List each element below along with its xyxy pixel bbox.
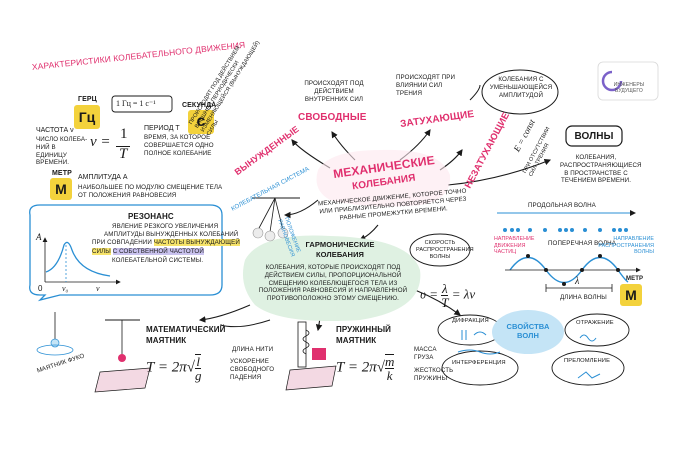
stiffness-label: ЖЕСТКОСТЬ ПРУЖИНЫ <box>414 367 454 382</box>
resonance-l4a: СИЛЫ <box>92 248 111 255</box>
refraction-label: ПРЕЛОМЛЕНИЕ <box>564 358 611 364</box>
resonance-title: РЕЗОНАНС <box>128 212 174 221</box>
resonance-l3a: ПРИ СОВПАДЕНИИ <box>92 239 152 246</box>
resonance-l4b: С СОБСТВЕННОЙ ЧАСТОТОЙ <box>112 248 204 255</box>
spring-pendulum-title-2: МАЯТНИК <box>336 336 377 345</box>
freq-formula-den: T <box>119 146 128 162</box>
spring-pendulum-title-1: ПРУЖИННЫЙ <box>336 325 391 334</box>
s-badge: с <box>188 110 214 134</box>
amplitude-label: АМПЛИТУДА A <box>78 174 128 181</box>
long-wave-label: ПРОДОЛЬНАЯ ВОЛНА <box>528 202 596 209</box>
formula-g: g <box>194 368 202 383</box>
speed-bubble: СКОРОСТЬ РАСПРОСТРАНЕНИЯ ВОЛНЫ <box>416 240 474 260</box>
freq-formula-num: 1 <box>120 126 128 142</box>
period-desc: ВРЕМЯ, ЗА КОТОРОЕ СОВЕРШАЕТСЯ ОДНО ПОЛНО… <box>144 134 214 157</box>
resonance-l2: АМПЛИТУДЫ ВЫНУЖДЕННЫХ КОЛЕБАНИЙ <box>104 231 239 238</box>
gravity-acc-label: УСКОРЕНИЕ СВОБОДНОГО ПАДЕНИЯ <box>230 358 275 381</box>
logo-line1: ИНЖЕНЕРЫ <box>613 82 645 88</box>
amplitude-desc: НАИБОЛЬШЕЕ ПО МОДУЛЮ СМЕЩЕНИЕ ТЕЛА ОТ ПО… <box>78 184 223 199</box>
formula-k: k <box>386 368 393 383</box>
interference-label: ИНТЕРФЕРЕНЦИЯ <box>452 360 506 366</box>
dir-spread: НАПРАВЛЕНИЕ РАСПРОСТРАНЕНИЯ ВОЛНЫ <box>598 236 654 256</box>
formula-l: l <box>194 354 202 369</box>
freq-formula-lhs: ν = <box>90 134 111 150</box>
res-axis-a: A <box>36 232 42 242</box>
dir-particles: НАПРАВЛЕНИЕ ДВИЖЕНИЯ ЧАСТИЦ <box>494 236 535 256</box>
harmonic-title-1: ГАРМОНИЧЕСКИЕ <box>305 240 375 249</box>
second-label: СЕКУНДА <box>182 102 217 109</box>
logo-text: ИНЖЕНЕРЫ БУДУЩЕГО <box>604 82 654 95</box>
math-pendulum-title-2: МАЯТНИК <box>146 336 187 345</box>
resonance-l5: КОЛЕБАТЕЛЬНОЙ СИСТЕМЫ. <box>112 257 204 264</box>
resonance-l4: СИЛЫ С СОБСТВЕННОЙ ЧАСТОТОЙ <box>92 248 204 256</box>
logo-line2: БУДУЩЕГО <box>615 88 643 95</box>
formula-m: m <box>384 354 395 369</box>
free-label: СВОБОДНЫЕ <box>298 112 367 123</box>
meter-label: МЕТР <box>52 170 72 177</box>
harmonic-title-2: КОЛЕБАНИЯ <box>315 250 365 259</box>
waves-title: ВОЛНЫ <box>574 131 614 142</box>
hz-definition: 1 Гц = 1 с⁻¹ <box>116 99 156 108</box>
lambda-symbol: λ <box>575 276 580 287</box>
resonance-l1: ЯВЛЕНИЕ РЕЗКОГО УВЕЛИЧЕНИЯ <box>112 223 219 230</box>
string-length-label: ДЛИНА НИТИ <box>232 346 274 353</box>
res-axis-nu: ν <box>96 284 100 293</box>
wave-m-badge: М <box>620 284 642 306</box>
freq-label: ЧАСТОТА ν <box>36 127 74 134</box>
hz-badge: Гц <box>74 105 100 129</box>
damped-desc: ПРОИСХОДЯТ ПРИ ВЛИЯНИИ СИЛ ТРЕНИЯ <box>396 74 455 97</box>
wave-meter-label: МЕТР <box>626 276 644 282</box>
res-axis-nu0: ν₀ <box>62 284 69 293</box>
reflection-label: ОТРАЖЕНИЕ <box>576 320 614 326</box>
wave-props-title: СВОЙСТВА ВОЛН <box>506 322 550 341</box>
waves-desc: КОЛЕБАНИЯ, РАСПРОСТРАНЯЮЩИЕСЯ В ПРОСТРАН… <box>560 154 642 185</box>
wavelength-label: ДЛИНА ВОЛНЫ <box>560 294 607 301</box>
math-pendulum-title-1: МАТЕМАТИЧЕСКИЙ <box>146 325 226 334</box>
res-axis-0: 0 <box>38 284 43 293</box>
m-badge: М <box>50 178 72 200</box>
hertz-label: ГЕРЦ <box>78 96 97 103</box>
damped-bubble: КОЛЕБАНИЯ С УМЕНЬШАЮЩЕЙСЯ АМПЛИТУДОЙ <box>489 76 553 99</box>
fraction-bar <box>116 146 130 147</box>
resonance-l3: ПРИ СОВПАДЕНИИ ЧАСТОТЫ ВЫНУЖДАЮЩЕЙ <box>92 239 240 247</box>
diffraction-label: ДИФРАКЦИЯ <box>452 318 489 324</box>
harmonic-desc: КОЛЕБАНИЯ, КОТОРЫЕ ПРОИСХОДЯТ ПОД ДЕЙСТВ… <box>258 264 408 302</box>
period-label: ПЕРИОД T <box>144 125 180 132</box>
mass-label: МАССА ГРУЗА <box>414 346 437 361</box>
resonance-l3b: ЧАСТОТЫ ВЫНУЖДАЮЩЕЙ <box>153 239 240 246</box>
trans-wave-label: ПОПЕРЕЧНАЯ ВОЛНА <box>548 240 616 247</box>
freq-desc: ЧИСЛО КОЛЕБА-НИЙ В ЕДИНИЦУ ВРЕМЕНИ. <box>36 136 88 167</box>
free-desc: ПРОИСХОДЯТ ПОД ДЕЙСТВИЕМ ВНУТРЕННИХ СИЛ <box>304 80 364 103</box>
